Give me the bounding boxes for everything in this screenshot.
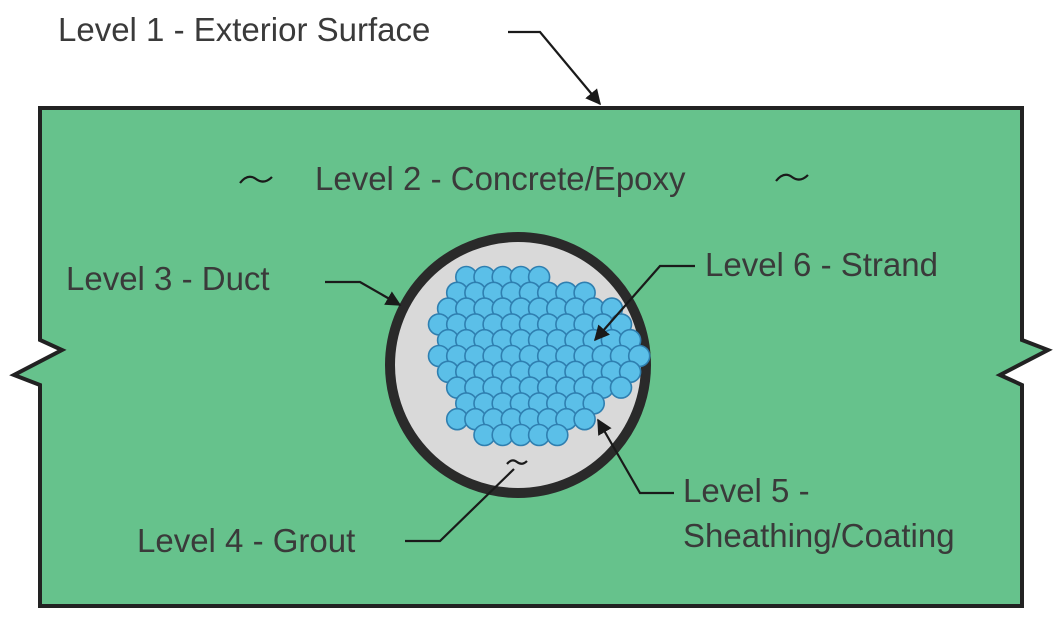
leader-level4: [405, 468, 515, 543]
label-level5-line2: Sheathing/Coating: [683, 517, 955, 554]
tilde-wave-icon: [239, 175, 273, 184]
label-level2: Level 2 - Concrete/Epoxy: [315, 160, 686, 197]
label-level4: Level 4 - Grout: [137, 522, 355, 559]
grout-tilde-icon: [506, 459, 528, 465]
label-level5-line1: Level 5 -: [683, 472, 810, 509]
strand-wire: [609, 376, 633, 399]
leader-level1: [508, 30, 601, 106]
strand-wire: [573, 407, 596, 431]
strand-bundle: [427, 265, 651, 447]
label-level1: Level 1 - Exterior Surface: [58, 11, 430, 48]
label-level3: Level 3 - Duct: [66, 260, 270, 297]
label-level6: Level 6 - Strand: [705, 246, 938, 283]
strand-wire: [545, 423, 569, 447]
leader-level5: [597, 418, 674, 495]
tilde-wave-icon: [775, 173, 809, 182]
leader-level6: [593, 264, 695, 342]
leader-level3: [325, 280, 402, 306]
